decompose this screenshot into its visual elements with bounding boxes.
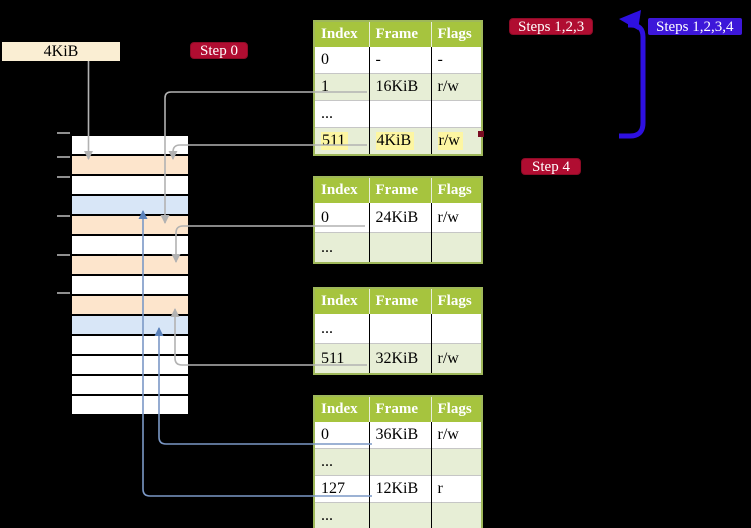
memory-address-tick: [57, 292, 70, 294]
memory-address-tick: [57, 215, 70, 217]
table-cell: r/w: [430, 343, 482, 374]
table-header-flags: Flags: [430, 396, 482, 422]
memory-frame-row-white: [72, 176, 188, 196]
memory-frame-row-blue: [72, 196, 188, 216]
table-cell: -: [368, 47, 431, 74]
table-cell: [368, 448, 431, 476]
table-cell: 36KiB: [368, 422, 431, 449]
table-header-flags: Flags: [430, 288, 482, 314]
physical-memory-column: [70, 134, 190, 416]
table-header-flags: Flags: [430, 177, 482, 203]
memory-frame-row-white: [72, 276, 188, 296]
table-row: ...: [314, 100, 482, 128]
badge-step-0: Step 0: [190, 42, 248, 59]
memory-frame-row-white: [72, 376, 188, 396]
table-header-index: Index: [314, 396, 369, 422]
table-header-index: Index: [314, 21, 369, 47]
table-header-frame: Frame: [368, 177, 431, 203]
highlighted-value: 4KiB: [375, 132, 415, 150]
badge-steps-1-2-3: Steps 1,2,3: [509, 18, 594, 35]
table-cell: 127: [314, 475, 369, 503]
table-row: ...: [314, 314, 482, 344]
memory-address-tick: [57, 132, 70, 134]
table-cell: ...: [314, 502, 369, 528]
memory-address-tick: [57, 254, 70, 256]
table-cell: 511: [314, 127, 369, 155]
table-cell: 511: [314, 343, 369, 374]
memory-address-tick: [57, 156, 70, 158]
table-cell: [430, 314, 482, 344]
table-row: ...: [314, 502, 482, 528]
memory-frame-row-white: [72, 356, 188, 376]
table-cell: [430, 100, 482, 128]
table-cell: [368, 100, 431, 128]
memory-frame-row-orange: [72, 156, 188, 176]
memory-frame-row-white: [72, 136, 188, 156]
table-cell: 32KiB: [368, 343, 431, 374]
memory-address-tick: [57, 176, 70, 178]
table-header-index: Index: [314, 177, 369, 203]
table-header-index: Index: [314, 288, 369, 314]
highlighted-value: 511: [321, 132, 349, 150]
table-header-frame: Frame: [368, 288, 431, 314]
memory-frame-row-blue: [72, 316, 188, 336]
badge-step-4: Step 4: [521, 158, 581, 175]
arrow-loop-steps-repeat: [619, 22, 646, 139]
table-cell: [368, 232, 431, 263]
table-header-frame: Frame: [368, 396, 431, 422]
table-row: ...: [314, 232, 482, 263]
table-cell: 0: [314, 203, 369, 233]
table-row: 511 4KiB r/w: [314, 127, 482, 155]
memory-frame-row-orange: [72, 216, 188, 236]
table-cell: 12KiB: [368, 475, 431, 503]
highlighted-value: r/w: [437, 132, 463, 150]
table-cell: ...: [314, 448, 369, 476]
table-cell: r: [430, 475, 482, 503]
table-cell: r/w: [430, 73, 482, 101]
table-cell: r/w: [430, 422, 482, 449]
table-cell: [430, 448, 482, 476]
table-cell: 0: [314, 422, 369, 449]
table-cell: ...: [314, 232, 369, 263]
table-cell: 16KiB: [368, 73, 431, 101]
table-cell: [430, 232, 482, 263]
arrow-loop-steps-repeat-head: [619, 10, 641, 30]
memory-frame-row-white: [72, 336, 188, 356]
table-cell: 0: [314, 47, 369, 74]
table-cell: r/w: [430, 127, 482, 155]
memory-frame-row-white: [72, 396, 188, 414]
table-row: 0--: [314, 47, 482, 74]
table-cell: ...: [314, 100, 369, 128]
memory-frame-row-orange: [72, 256, 188, 276]
table-cell: r/w: [430, 203, 482, 233]
table-header-flags: Flags: [430, 21, 482, 47]
table-header-frame: Frame: [368, 21, 431, 47]
table-row: ...: [314, 448, 482, 476]
badge-steps-1-2-3-4: Steps 1,2,3,4: [648, 18, 742, 35]
frame-size-label: 4KiB: [2, 42, 120, 61]
table-cell: 24KiB: [368, 203, 431, 233]
table-cell: [368, 314, 431, 344]
table-cell: 1: [314, 73, 369, 101]
table-cell: [368, 502, 431, 528]
table-cell: -: [430, 47, 482, 74]
table-cell: 4KiB: [368, 127, 431, 155]
memory-frame-row-white: [72, 236, 188, 256]
table-cell: ...: [314, 314, 369, 344]
table-cell: [430, 502, 482, 528]
memory-frame-row-orange: [72, 296, 188, 316]
